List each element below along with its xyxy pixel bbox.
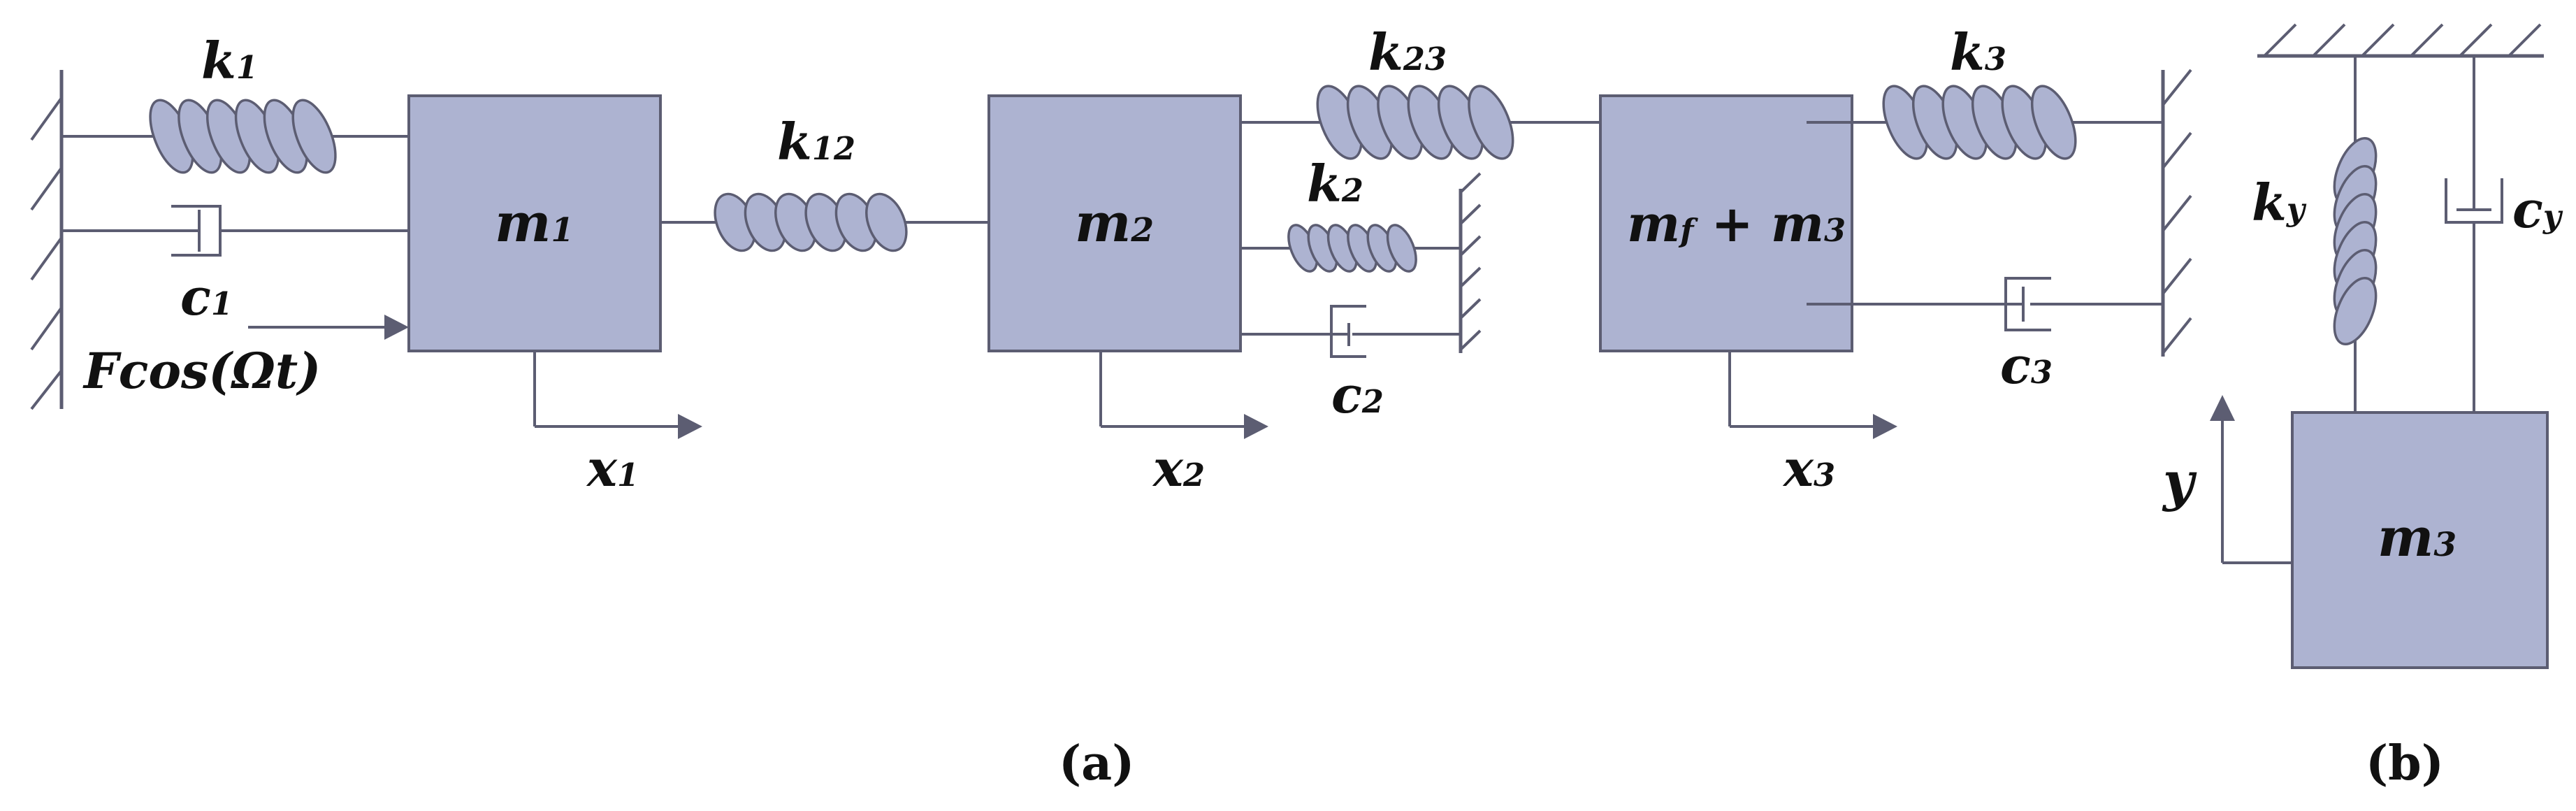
x2-arrow: [1099, 351, 1268, 439]
mass-m3: [2291, 411, 2549, 669]
caption-b: (b): [2366, 735, 2444, 791]
spring-coil: [1468, 85, 1514, 160]
label-m3: m3: [2378, 506, 2456, 568]
damper-c1: [61, 205, 409, 257]
label-k1: k1: [201, 31, 258, 90]
damper-cy: [2445, 56, 2503, 412]
spring-k12: [660, 192, 989, 252]
label-m1: m1: [495, 192, 574, 254]
label-k2: k2: [1307, 154, 1363, 213]
label-cy: cy: [2512, 180, 2563, 239]
spring-coil: [1386, 224, 1417, 273]
label-x3: x3: [1782, 438, 1835, 498]
label-m2: m2: [1075, 192, 1154, 254]
spring-coil: [291, 99, 337, 174]
label-k23: k23: [1368, 22, 1447, 82]
spring-ky: [2333, 56, 2378, 412]
mass-m2: [987, 94, 1242, 352]
spring-k2: [1240, 224, 1461, 273]
damper-c3: [1807, 277, 2163, 331]
force-arrow: [248, 315, 409, 340]
x3-arrow: [1728, 351, 1897, 439]
label-mf-plus-m3: mf + m3: [1627, 194, 1846, 253]
right-wall: [2161, 69, 2192, 357]
label-y: y: [2162, 450, 2197, 512]
label-x2: x2: [1152, 438, 1205, 498]
label-c2: c2: [1331, 365, 1384, 424]
label-k12: k12: [777, 112, 855, 171]
caption-a: (a): [1059, 735, 1134, 791]
spring-coil: [2030, 85, 2077, 160]
label-c1: c1: [180, 267, 233, 326]
left-wall: [30, 70, 64, 410]
ceiling: [2257, 23, 2544, 58]
y-arrow: [2210, 395, 2292, 564]
spring-k23: [1240, 85, 1600, 160]
spring-coil: [2333, 276, 2378, 346]
label-ky: ky: [2252, 173, 2307, 232]
label-force: Fcos(Ωt): [82, 342, 321, 400]
mass-mf-plus-m3: [1599, 94, 1853, 352]
label-k3: k3: [1950, 22, 2006, 82]
spring-k3: [1807, 85, 2163, 160]
x1-arrow: [533, 351, 702, 439]
spring-coil: [865, 192, 908, 252]
label-x1: x1: [586, 438, 639, 498]
label-c3: c3: [2000, 336, 2053, 395]
spring-k1: [61, 99, 409, 174]
damper-c2: [1240, 305, 1461, 358]
middle-wall: [1459, 172, 1482, 353]
